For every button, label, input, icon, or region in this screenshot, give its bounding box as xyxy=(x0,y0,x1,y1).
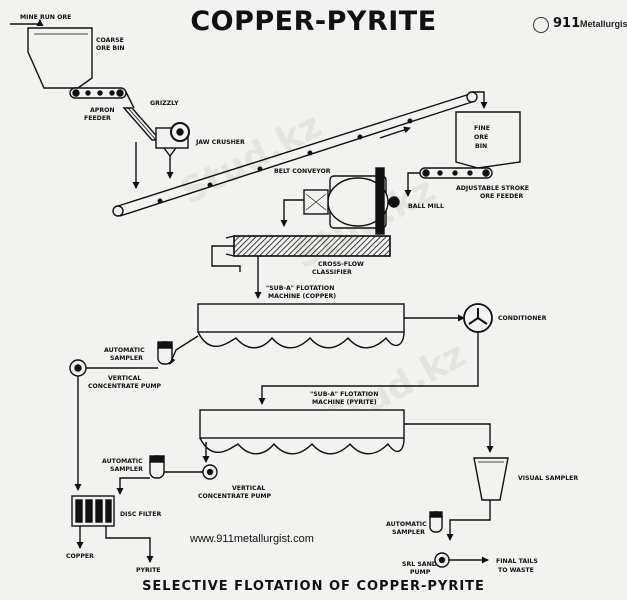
website-url: www.911metallurgist.com xyxy=(190,533,314,545)
label-feeder: FEEDER xyxy=(84,115,111,122)
label-ore-bin: ORE BIN xyxy=(96,45,125,52)
flotation-machine-pyrite xyxy=(199,409,494,463)
label-coarse: COARSE xyxy=(96,37,124,44)
label-classifier: CLASSIFIER xyxy=(312,269,352,276)
label-vertical-2: VERTICAL xyxy=(232,485,265,492)
label-conditioner: CONDITIONER xyxy=(498,315,547,322)
label-ore: ORE xyxy=(474,134,488,141)
label-srl-sand: SRL SAND xyxy=(402,561,437,568)
conditioner xyxy=(258,303,493,405)
label-sampler-3: SAMPLER xyxy=(392,529,425,536)
label-ball-mill: BALL MILL xyxy=(408,203,444,210)
ball-mill xyxy=(280,167,400,235)
label-conc-pump-2: CONCENTRATE PUMP xyxy=(198,493,272,500)
label-conc-pump-1: CONCENTRATE PUMP xyxy=(88,383,162,390)
label-jaw-crusher: JAW CRUSHER xyxy=(195,139,245,146)
apron-feeder xyxy=(69,87,135,109)
label-grizzly: GRIZZLY xyxy=(150,100,179,107)
label-sampler-1: SAMPLER xyxy=(110,355,143,362)
vertical-concentrate-pump-pyrite xyxy=(116,464,218,495)
srl-sand-pump xyxy=(434,552,489,568)
label-apron: APRON xyxy=(90,107,115,114)
diagram-labels: MINE RUN ORE COARSE ORE BIN APRON FEEDER… xyxy=(20,14,578,576)
label-automatic-3: AUTOMATIC xyxy=(386,521,427,528)
vertical-concentrate-pump-copper xyxy=(69,359,158,491)
label-visual-sampler: VISUAL SAMPLER xyxy=(518,475,578,482)
label-suba-copper-2: MACHINE (COPPER) xyxy=(268,293,336,300)
belt-conveyor xyxy=(112,91,488,217)
automatic-sampler-tails xyxy=(429,511,443,533)
label-pump: PUMP xyxy=(410,569,431,576)
label-adjustable-stroke: ADJUSTABLE STROKE xyxy=(456,185,529,192)
logo-number: 911 xyxy=(553,16,581,31)
label-belt-conveyor: BELT CONVEYOR xyxy=(274,168,331,175)
diagram-caption: SELECTIVE FLOTATION OF COPPER-PYRITE xyxy=(142,579,485,594)
ore-feeder xyxy=(404,167,493,197)
label-automatic-2: AUTOMATIC xyxy=(102,458,143,465)
label-cross-flow: CROSS-FLOW xyxy=(318,261,364,268)
brand-logo: 911 Metallurgist xyxy=(533,14,627,36)
automatic-sampler-copper xyxy=(157,341,173,365)
label-vertical-1: VERTICAL xyxy=(108,375,141,382)
automatic-sampler-pyrite xyxy=(149,455,165,479)
grizzly xyxy=(122,107,162,141)
label-bin: BIN xyxy=(475,143,487,150)
logo-brand: Metallurgist xyxy=(580,19,627,29)
fine-ore-bin xyxy=(455,111,521,174)
label-suba-pyrite-2: MACHINE (PYRITE) xyxy=(312,399,377,406)
jaw-crusher xyxy=(155,122,190,160)
label-automatic-1: AUTOMATIC xyxy=(104,347,145,354)
label-ore-feeder: ORE FEEDER xyxy=(480,193,523,200)
diagram-title: COPPER-PYRITE xyxy=(190,6,437,37)
coarse-ore-bin xyxy=(10,19,93,89)
label-sampler-2: SAMPLER xyxy=(110,466,143,473)
label-to-waste: TO WASTE xyxy=(498,567,534,574)
label-mine-run-ore: MINE RUN ORE xyxy=(20,14,71,21)
label-suba-copper-1: "SUB-A" FLOTATION xyxy=(266,285,334,292)
cross-flow-classifier xyxy=(211,235,391,299)
label-disc-filter: DISC FILTER xyxy=(120,511,161,518)
label-pyrite: PYRITE xyxy=(136,567,161,574)
visual-sampler xyxy=(446,457,509,541)
label-suba-pyrite-1: "SUB-A" FLOTATION xyxy=(310,391,378,398)
logo-icon xyxy=(533,17,549,33)
flotation-machine-copper xyxy=(169,303,465,365)
disc-filter xyxy=(71,495,154,563)
label-final-tails: FINAL TAILS xyxy=(496,558,538,565)
label-copper: COPPER xyxy=(66,553,94,560)
label-fine: FINE xyxy=(474,125,490,132)
